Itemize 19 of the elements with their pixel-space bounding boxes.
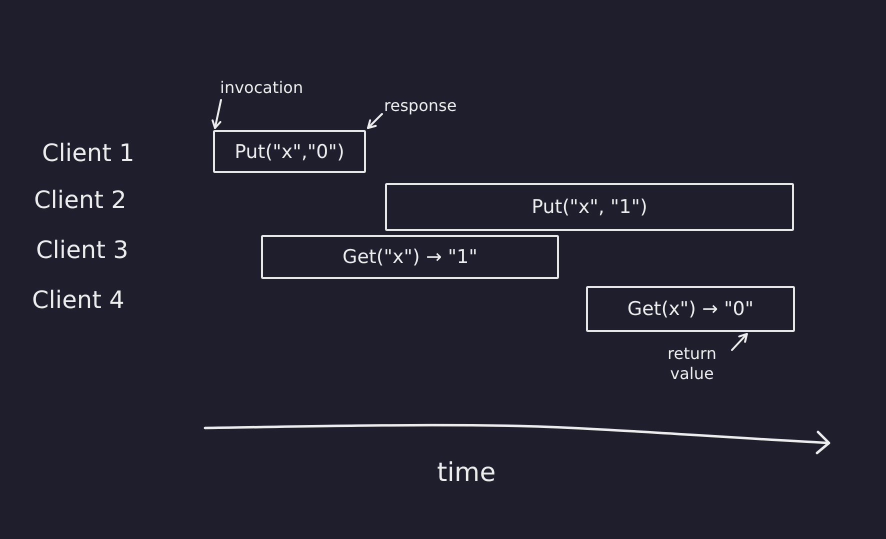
operation-box: [261, 235, 559, 279]
operation-label: Put("x", "1"): [532, 196, 648, 218]
operation-label: Put("x","0"): [234, 140, 344, 162]
operation-box: [586, 286, 795, 332]
operation-box: [213, 130, 366, 173]
client-label: Client 1: [42, 139, 134, 167]
operation-box: [385, 183, 794, 231]
leader-arrow: [731, 333, 748, 351]
operation-label: Get("x") → "1": [342, 246, 478, 268]
leader-arrow: [212, 99, 222, 129]
annotation-label: invocation: [220, 78, 304, 98]
axis-label: time: [437, 458, 496, 488]
operation-label: Get(x") → "0": [627, 298, 754, 320]
annotation-label: response: [384, 96, 457, 116]
client-label: Client 2: [34, 186, 126, 214]
client-label: Client 4: [32, 286, 124, 314]
annotation-label: return value: [650, 344, 734, 384]
leader-arrow: [367, 113, 383, 129]
client-label: Client 3: [36, 236, 128, 264]
